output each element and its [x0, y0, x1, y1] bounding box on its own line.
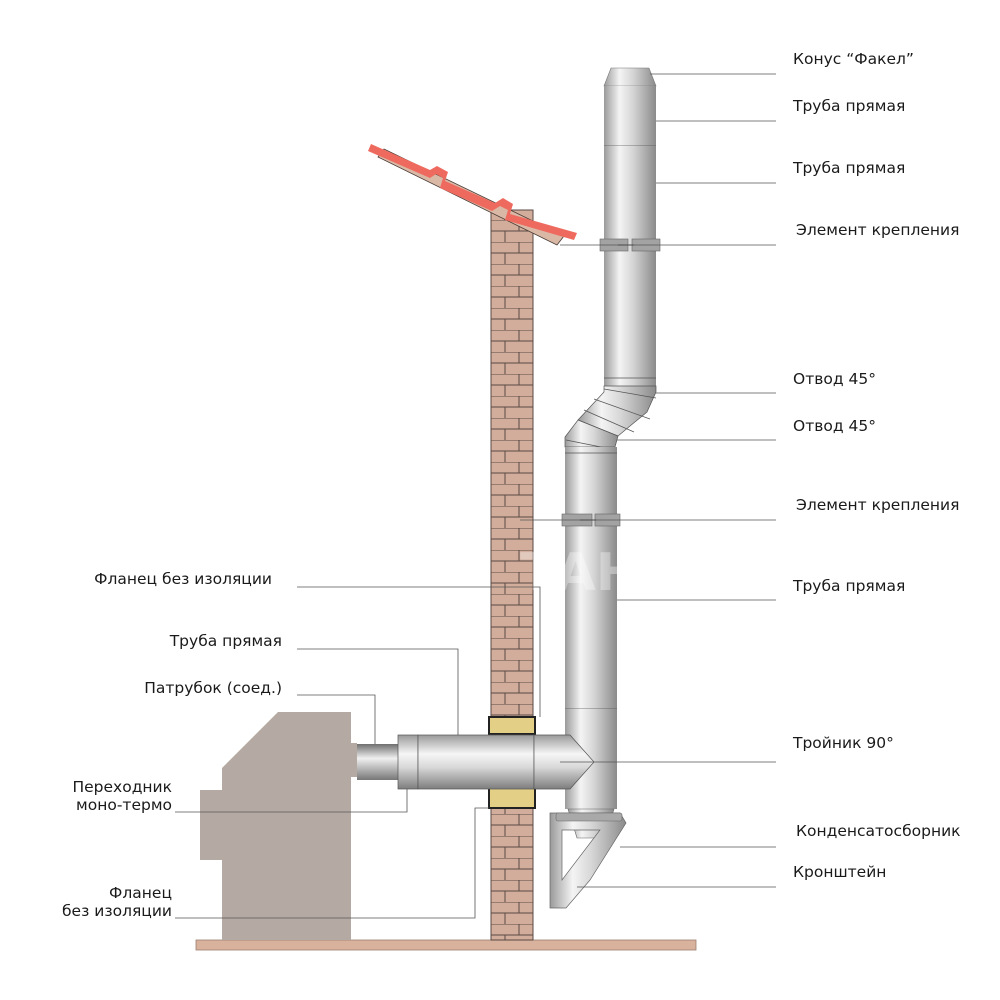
label-pipe-3: Труба прямая	[793, 577, 906, 595]
label-flange-top: Фланец без изоляции	[94, 570, 272, 588]
floor	[195, 939, 697, 951]
leader-lines-right	[520, 73, 776, 888]
label-clamp-1: Элемент крепления	[796, 221, 960, 239]
bracket-plate	[555, 812, 623, 822]
horizontal-pipe	[417, 734, 535, 790]
label-pipe-2: Труба прямая	[793, 159, 906, 177]
watermark: ТАН	[520, 543, 639, 603]
label-nozzle: Патрубок (соед.)	[144, 679, 282, 697]
pipe-top-1	[604, 86, 656, 146]
adapter-mono-thermo	[397, 734, 419, 790]
pipe-lower	[565, 447, 617, 709]
label-condensate: Конденсатосборник	[796, 822, 961, 840]
label-pipe-horizontal: Труба прямая	[169, 632, 282, 650]
cone-fakel	[603, 67, 657, 87]
label-pipe-1: Труба прямая	[793, 97, 906, 115]
insulation-bottom	[488, 787, 536, 809]
label-cone: Конус “Факел”	[793, 50, 914, 68]
label-tee: Тройник 90°	[793, 734, 894, 752]
insulation-top	[488, 716, 536, 735]
pipe-top-2	[604, 146, 656, 386]
roof-tiles	[368, 144, 577, 240]
elbow-45-upper	[577, 385, 657, 437]
label-bracket: Кронштейн	[793, 863, 887, 881]
leader-lines-left	[175, 586, 541, 919]
label-adapter: Переходник моно-термо	[72, 778, 172, 814]
nozzle-pipe	[357, 744, 399, 780]
label-elbow-2: Отвод 45°	[793, 417, 876, 435]
label-clamp-2: Элемент крепления	[796, 496, 960, 514]
label-flange-bottom: Фланец без изоляции	[62, 884, 172, 920]
bracket	[549, 812, 627, 909]
stove	[200, 712, 357, 940]
brick-wall	[490, 209, 534, 941]
label-elbow-1: Отвод 45°	[793, 370, 876, 388]
